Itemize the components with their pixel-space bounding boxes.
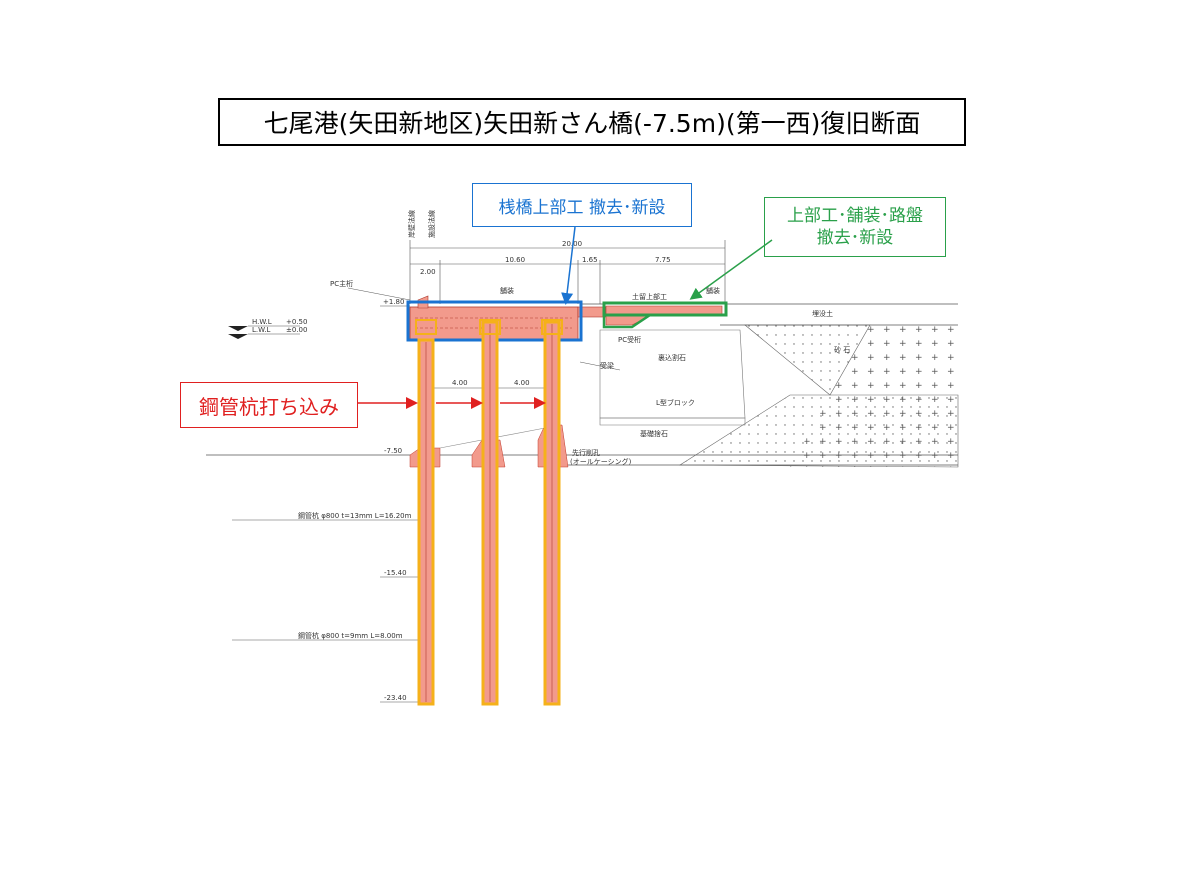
pavement-right-label: 舗装 xyxy=(706,286,720,295)
pc-girder-label: PC受桁 xyxy=(618,335,641,344)
pc-girder-top-label: PC主桁 xyxy=(330,279,353,288)
dim-d2: 10.60 xyxy=(505,256,525,264)
elevation-markers: +1.80 -7.50 -15.40 -23.40 鋼管杭 φ800 t=13m… xyxy=(232,298,420,703)
dim-d3: 1.65 xyxy=(582,256,598,264)
berth-line-label: 岸壁法線 xyxy=(407,210,416,238)
pile-2 xyxy=(481,320,499,706)
hwl-mark xyxy=(228,326,248,331)
pavement-callout-line1: 上部工･舗装･路盤 xyxy=(787,206,923,226)
pile-callout: 鋼管杭打ち込み xyxy=(180,382,358,428)
dim-total: 20.00 xyxy=(562,240,582,248)
callout-arrows xyxy=(358,226,773,409)
hwl-value: +0.50 xyxy=(286,318,307,326)
pavement-callout-line2: 撤去･新設 xyxy=(816,228,894,248)
page-title: 七尾港(矢田新地区)矢田新さん橋(-7.5m)(第一西)復旧断面 xyxy=(218,98,966,146)
deck-superstructure: 舗装 PC主桁 xyxy=(330,279,607,342)
hwl-label: H.W.L xyxy=(252,318,272,326)
water-level-marks: H.W.L +0.50 L.W.L ±0.00 xyxy=(228,318,307,339)
predrill-label: 先行削孔 xyxy=(572,448,600,457)
elevation-seabed: -7.50 xyxy=(384,447,402,455)
pile-spec-1: 鋼管杭 φ800 t=13mm L=16.20m xyxy=(298,511,412,520)
crossbeam-label: 受梁 xyxy=(600,361,614,370)
elevation-mid: -15.40 xyxy=(384,569,407,577)
elevation-top: +1.80 xyxy=(383,298,404,306)
dim-pile-spacing-1: 4.00 xyxy=(452,379,468,387)
superstructure-callout-text: 桟橋上部工 撤去･新設 xyxy=(498,197,666,218)
design-line-label: 施設法線 xyxy=(427,210,436,238)
pile-callout-text: 鋼管杭打ち込み xyxy=(199,394,339,419)
blue-arrow xyxy=(561,226,576,305)
sand-label: 砂 石 xyxy=(834,345,850,354)
base-rubble-label: 基礎捨石 xyxy=(640,429,668,438)
casing-label: (オールケーシング) xyxy=(570,457,632,466)
dim-d1: 2.00 xyxy=(420,268,436,276)
elevation-bottom: -23.40 xyxy=(384,694,407,702)
pavement-highlight xyxy=(602,301,728,317)
steel-piles xyxy=(415,319,563,706)
l-block-base xyxy=(599,417,746,426)
pavement-highlight-lower xyxy=(602,313,655,329)
dim-pile-spacing-2: 4.00 xyxy=(514,379,530,387)
section-labels: PC受桁 受梁 裏込割石 砂 石 埋没土 L型ブロック 基礎捨石 先行削孔 (オ… xyxy=(570,309,850,466)
soil-layers xyxy=(206,303,959,468)
back-rubble-label: 裏込割石 xyxy=(658,353,686,362)
dim-d4: 7.75 xyxy=(655,256,671,264)
earth-retaining-structure: 土留上部工 舗装 xyxy=(602,286,728,329)
pavement-label: 舗装 xyxy=(500,286,514,295)
lwl-label: L.W.L xyxy=(252,326,270,334)
green-arrow xyxy=(689,239,773,300)
pile-spec-2: 鋼管杭 φ800 t=9mm L=8.00m xyxy=(298,631,403,640)
pile-1 xyxy=(417,338,435,706)
lwl-mark xyxy=(228,334,248,339)
lwl-value: ±0.00 xyxy=(286,326,307,334)
dimension-lines: 20.00 2.00 10.60 1.65 7.75 4.00 4.00 岸壁法… xyxy=(407,210,726,389)
earth-retaining-label: 土留上部工 xyxy=(632,292,667,301)
base-rubble-region xyxy=(678,394,959,468)
pile-3 xyxy=(543,320,561,706)
pavement-callout: 上部工･舗装･路盤 撤去･新設 xyxy=(764,197,946,257)
superstructure-callout: 桟橋上部工 撤去･新設 xyxy=(472,183,692,227)
l-block-label: L型ブロック xyxy=(656,398,695,407)
title-text: 七尾港(矢田新地区)矢田新さん橋(-7.5m)(第一西)復旧断面 xyxy=(263,109,921,138)
backfill-label: 埋没土 xyxy=(812,309,833,318)
